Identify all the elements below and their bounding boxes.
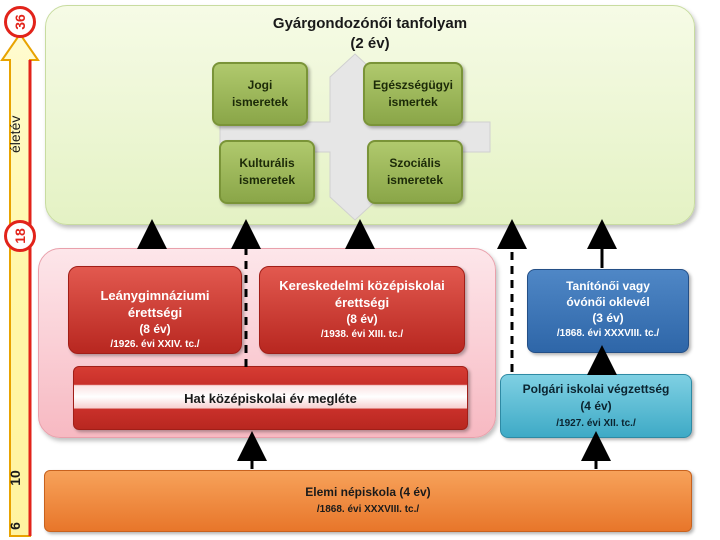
teacher-law: /1868. évi XXXVIII. tc./ xyxy=(556,328,660,339)
girls-gymnasium-line2: érettségi xyxy=(127,305,183,320)
elementary-school-box: Elemi népiskola (4 év) /1868. évi XXXVII… xyxy=(44,470,692,532)
age-axis xyxy=(0,32,40,537)
module-health-line1: Egészségügyi xyxy=(372,78,454,92)
course-title-text: Gyárgondozónői tanfolyam xyxy=(272,15,468,32)
module-legal: Jogi ismeretek xyxy=(212,62,308,126)
teacher-duration: (3 év) xyxy=(592,311,624,325)
module-social-line2: ismeretek xyxy=(386,173,444,187)
teacher-diploma-box: Tanítónői vagy óvónői oklevél (3 év) /18… xyxy=(527,269,689,353)
civic-line1: Polgári iskolai végzettség xyxy=(522,382,670,396)
module-cultural: Kulturális ismeretek xyxy=(219,140,315,204)
commercial-line1: Kereskedelmi középiskolai xyxy=(279,278,445,293)
girls-gymnasium-duration: (8 év) xyxy=(139,322,171,336)
civic-duration: (4 év) xyxy=(580,399,612,413)
commercial-duration: (8 év) xyxy=(346,312,378,326)
teacher-line2: óvónői oklevél xyxy=(566,295,650,309)
girls-gymnasium-box: Leánygimnáziumi érettségi (8 év) /1926. … xyxy=(68,266,242,354)
module-cultural-line2: ismeretek xyxy=(238,173,296,187)
commercial-line2: érettségi xyxy=(334,295,390,310)
girls-gymnasium-line1: Leánygimnáziumi xyxy=(100,288,210,303)
teacher-line1: Tanítónői vagy xyxy=(566,279,650,293)
module-health: Egészségügyi ismertek xyxy=(363,62,463,126)
module-social-line1: Szociális xyxy=(389,156,441,170)
age-marker-36: 36 xyxy=(4,6,36,38)
age-marker-18: 18 xyxy=(4,220,36,252)
course-duration: (2 év) xyxy=(350,35,390,52)
elementary-law: /1868. évi XXXVIII. tc./ xyxy=(316,504,420,515)
elementary-line1: Elemi népiskola (4 év) xyxy=(305,485,431,499)
module-legal-line2: ismeretek xyxy=(231,95,289,109)
course-title: Gyárgondozónői tanfolyam (2 év) xyxy=(45,14,695,54)
civic-law: /1927. évi XII. tc./ xyxy=(556,418,636,429)
six-years-label: Hat középiskolai év megléte xyxy=(184,391,357,406)
module-cultural-line1: Kulturális xyxy=(239,156,295,170)
commercial-law: /1938. évi XIII. tc./ xyxy=(320,329,404,340)
girls-gymnasium-law: /1926. évi XXIV. tc./ xyxy=(110,339,200,350)
six-years-bar xyxy=(73,366,468,430)
module-health-line2: ismertek xyxy=(388,95,438,109)
commercial-box: Kereskedelmi középiskolai érettségi (8 é… xyxy=(259,266,465,354)
module-legal-line1: Jogi xyxy=(247,78,273,92)
module-social: Szociális ismeretek xyxy=(367,140,463,204)
civic-school-box: Polgári iskolai végzettség (4 év) /1927.… xyxy=(500,374,692,438)
